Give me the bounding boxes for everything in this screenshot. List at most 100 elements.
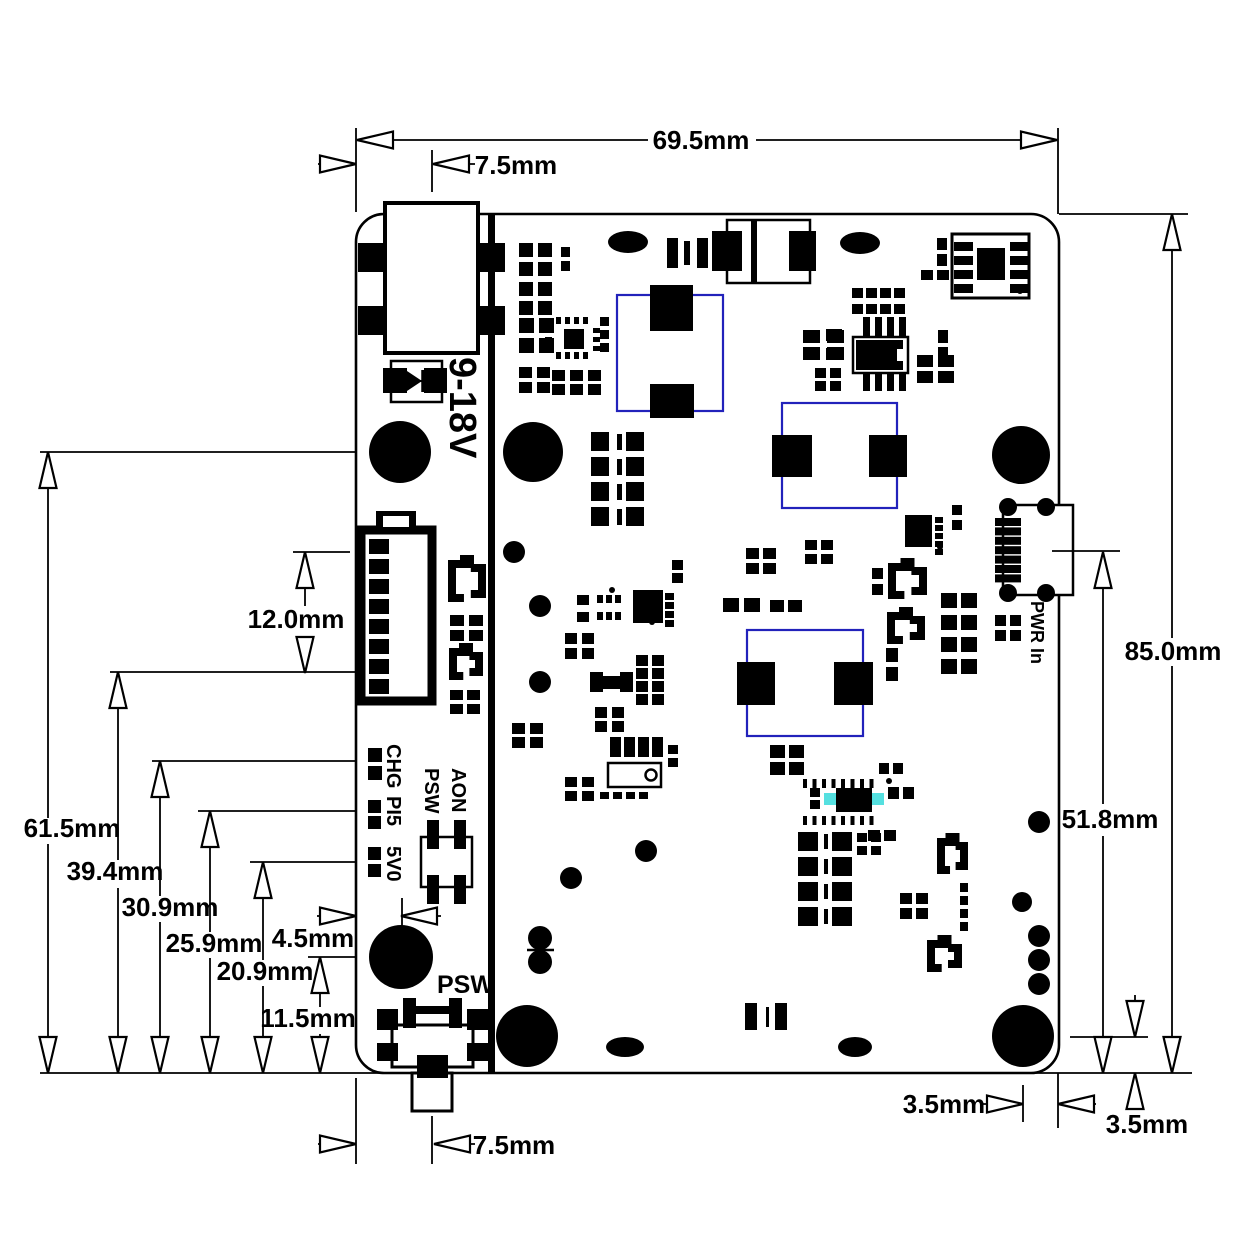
pad <box>821 540 833 550</box>
via <box>560 867 582 889</box>
pad <box>751 220 757 283</box>
pad <box>960 922 968 931</box>
dimension-arrow-icon <box>150 760 170 799</box>
pad <box>952 520 962 530</box>
pad <box>565 791 577 801</box>
pad <box>450 630 464 641</box>
pad <box>830 381 841 391</box>
pad <box>935 533 943 539</box>
pad <box>665 593 674 600</box>
pad <box>369 539 389 554</box>
dimension-arrow-icon <box>253 1035 273 1074</box>
pad <box>612 707 624 718</box>
silk-chg: CHG <box>382 744 404 788</box>
fiducial-dot <box>649 619 655 625</box>
pad <box>803 779 807 788</box>
pad <box>824 859 828 874</box>
pad <box>995 536 1021 545</box>
mounting-hole <box>992 426 1050 484</box>
pad <box>537 367 550 378</box>
pad <box>626 792 635 799</box>
pad <box>815 381 826 391</box>
pad <box>415 1006 449 1014</box>
pad <box>591 432 609 451</box>
pad <box>403 998 416 1028</box>
pad <box>977 248 1005 280</box>
pad <box>368 864 381 877</box>
pad <box>995 527 1021 536</box>
pad <box>582 633 594 644</box>
via <box>1012 892 1032 912</box>
pad <box>916 893 928 904</box>
pad <box>995 518 1021 526</box>
pad <box>954 270 973 279</box>
pad <box>583 317 588 324</box>
pad <box>775 1003 787 1030</box>
pad <box>995 574 1021 583</box>
pad <box>588 384 601 395</box>
pad <box>561 247 570 257</box>
pad <box>601 676 621 689</box>
pad <box>821 554 833 564</box>
pad <box>593 337 600 342</box>
pad <box>770 745 785 758</box>
pad <box>368 847 381 860</box>
pad <box>789 745 804 758</box>
pad <box>620 672 633 692</box>
silk-pi5: PI5 <box>382 796 404 826</box>
pad <box>552 370 565 381</box>
bracket-component <box>909 616 925 640</box>
pad <box>368 766 382 780</box>
fiducial-dot <box>886 778 892 784</box>
bracket-pad <box>900 558 915 571</box>
usb-corner-pad <box>1037 584 1055 602</box>
pad <box>617 434 622 450</box>
fiducial-dot <box>609 587 615 593</box>
pad <box>591 507 609 526</box>
pad <box>652 655 664 666</box>
dim-holes-top-offset: 61.5mm <box>24 813 121 843</box>
pad <box>995 630 1006 641</box>
oval-pad <box>838 1037 872 1057</box>
usb-corner-pad <box>1037 498 1055 516</box>
pad <box>538 282 552 296</box>
pad <box>917 355 933 367</box>
pad <box>369 619 389 634</box>
pad <box>850 816 855 825</box>
pad <box>872 568 883 579</box>
dimension-arrow-icon <box>985 1094 1024 1114</box>
pad <box>582 648 594 659</box>
pad <box>519 338 534 353</box>
pad <box>886 648 898 662</box>
pad <box>652 694 664 705</box>
bracket-component <box>449 648 464 680</box>
pad <box>595 721 607 732</box>
pad <box>358 243 386 272</box>
pad <box>600 317 609 326</box>
fiducial-dot <box>1017 288 1023 294</box>
pad <box>612 721 624 732</box>
pad <box>537 382 550 393</box>
dimension-arrow-icon <box>108 1035 128 1074</box>
pad <box>850 779 855 788</box>
push-button-cap <box>410 1071 454 1113</box>
pad <box>831 779 836 788</box>
dimension-arrow-icon <box>108 671 128 710</box>
pad <box>593 328 600 333</box>
pad <box>832 857 852 876</box>
pad <box>888 787 899 799</box>
pad <box>894 304 905 314</box>
pad <box>788 600 802 612</box>
via <box>1028 973 1050 995</box>
pad <box>450 690 463 700</box>
pad <box>684 241 690 265</box>
mounting-hole <box>503 422 563 482</box>
via <box>528 950 552 974</box>
pad <box>860 816 864 825</box>
pad <box>358 306 386 335</box>
pad <box>903 787 914 799</box>
pad <box>863 372 870 391</box>
pad <box>538 301 552 315</box>
pad <box>617 509 622 525</box>
